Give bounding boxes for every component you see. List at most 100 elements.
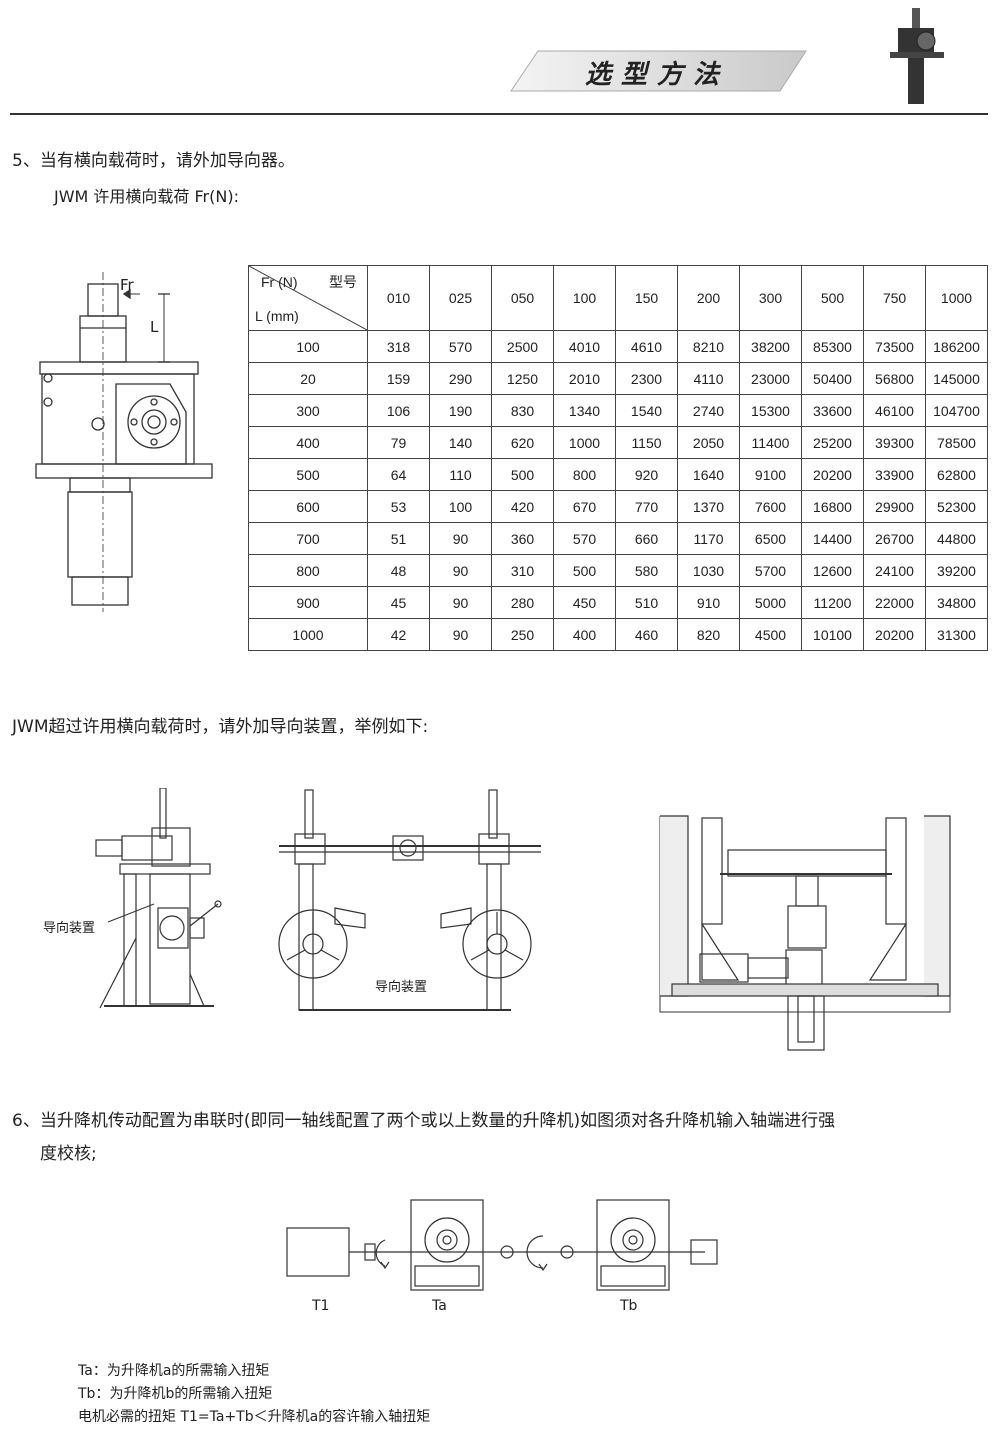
load-value-cell: 570 [429, 330, 492, 363]
load-value-cell: 1170 [677, 522, 740, 555]
load-value-cell: 25200 [801, 426, 864, 459]
load-value-cell: 190 [429, 394, 492, 427]
load-value-cell: 4610 [615, 330, 678, 363]
load-value-cell: 104700 [925, 394, 988, 427]
model-header: 010 [367, 265, 430, 331]
load-value-cell: 1370 [677, 490, 740, 523]
load-value-cell: 250 [491, 618, 554, 651]
load-value-cell: 1000 [553, 426, 616, 459]
load-value-cell: 2050 [677, 426, 740, 459]
length-cell: 600 [248, 490, 368, 523]
load-value-cell: 100 [429, 490, 492, 523]
section5-heading: 5、当有横向载荷时，请外加导向器。 [12, 151, 295, 171]
load-value-cell: 62800 [925, 458, 988, 491]
load-value-cell: 45 [367, 586, 430, 619]
model-header: 750 [863, 265, 926, 331]
load-value-cell: 90 [429, 554, 492, 587]
load-value-cell: 31300 [925, 618, 988, 651]
load-value-cell: 1540 [615, 394, 678, 427]
load-value-cell: 660 [615, 522, 678, 555]
load-value-cell: 53 [367, 490, 430, 523]
header-tab-shape [510, 50, 807, 92]
note-tb: Tb：为升降机b的所需输入扭矩 [78, 1386, 273, 1402]
load-value-cell: 1250 [491, 362, 554, 395]
load-value-cell: 310 [491, 554, 554, 587]
length-cell: 20 [248, 362, 368, 395]
length-cell: 700 [248, 522, 368, 555]
section6-line2: 度校核; [40, 1144, 97, 1164]
model-header: 500 [801, 265, 864, 331]
lateral-load-table: Fr (N) 型号 L (mm) 010 025 050 100 150 200… [248, 265, 988, 651]
load-value-cell: 2740 [677, 394, 740, 427]
guide-leader-1 [107, 903, 155, 923]
load-value-cell: 20200 [863, 618, 926, 651]
load-value-cell: 500 [553, 554, 616, 587]
model-header: 100 [553, 265, 616, 331]
corner-l-label: L (mm) [255, 308, 299, 324]
load-value-cell: 159 [367, 362, 430, 395]
screw-jack-drawing [35, 272, 213, 612]
load-value-cell: 1640 [677, 458, 740, 491]
load-value-cell: 500 [491, 458, 554, 491]
corner-model-label: 型号 [329, 274, 357, 290]
length-cell: 900 [248, 586, 368, 619]
load-value-cell: 1030 [677, 554, 740, 587]
load-value-cell: 280 [491, 586, 554, 619]
load-value-cell: 16800 [801, 490, 864, 523]
load-value-cell: 73500 [863, 330, 926, 363]
load-value-cell: 33600 [801, 394, 864, 427]
load-value-cell: 29900 [863, 490, 926, 523]
load-value-cell: 24100 [863, 554, 926, 587]
load-value-cell: 26700 [863, 522, 926, 555]
load-value-cell: 620 [491, 426, 554, 459]
guide-label-1: 导向装置 [43, 921, 96, 936]
guide-example-1-drawing [95, 788, 222, 1009]
page-title: 选型方法 [585, 60, 730, 90]
load-value-cell: 140 [429, 426, 492, 459]
guide-device-text: JWM超过许用横向载荷时，请外加导向装置，举例如下: [12, 717, 429, 737]
load-value-cell: 910 [677, 586, 740, 619]
load-value-cell: 6500 [739, 522, 802, 555]
load-value-cell: 110 [429, 458, 492, 491]
corner-fr-label: Fr (N) [261, 274, 298, 290]
load-value-cell: 38200 [739, 330, 802, 363]
load-value-cell: 570 [553, 522, 616, 555]
load-value-cell: 14400 [801, 522, 864, 555]
load-value-cell: 50400 [801, 362, 864, 395]
load-value-cell: 186200 [925, 330, 988, 363]
serial-label-t1: T1 [312, 1298, 330, 1314]
model-header: 050 [491, 265, 554, 331]
load-value-cell: 318 [367, 330, 430, 363]
length-cell: 100 [248, 330, 368, 363]
load-value-cell: 39300 [863, 426, 926, 459]
load-value-cell: 44800 [925, 522, 988, 555]
load-value-cell: 920 [615, 458, 678, 491]
load-value-cell: 7600 [739, 490, 802, 523]
force-fr-label: Fr [120, 276, 134, 294]
load-value-cell: 8210 [677, 330, 740, 363]
load-value-cell: 85300 [801, 330, 864, 363]
load-value-cell: 34800 [925, 586, 988, 619]
load-value-cell: 52300 [925, 490, 988, 523]
load-value-cell: 2300 [615, 362, 678, 395]
guide-label-2: 导向装置 [375, 980, 428, 995]
load-value-cell: 90 [429, 522, 492, 555]
load-value-cell: 510 [615, 586, 678, 619]
load-value-cell: 90 [429, 618, 492, 651]
corner-diagonal [249, 266, 367, 330]
load-value-cell: 460 [615, 618, 678, 651]
load-value-cell: 11400 [739, 426, 802, 459]
load-value-cell: 290 [429, 362, 492, 395]
length-cell: 500 [248, 458, 368, 491]
model-header: 1000 [925, 265, 988, 331]
load-value-cell: 800 [553, 458, 616, 491]
load-value-cell: 580 [615, 554, 678, 587]
load-value-cell: 4500 [739, 618, 802, 651]
